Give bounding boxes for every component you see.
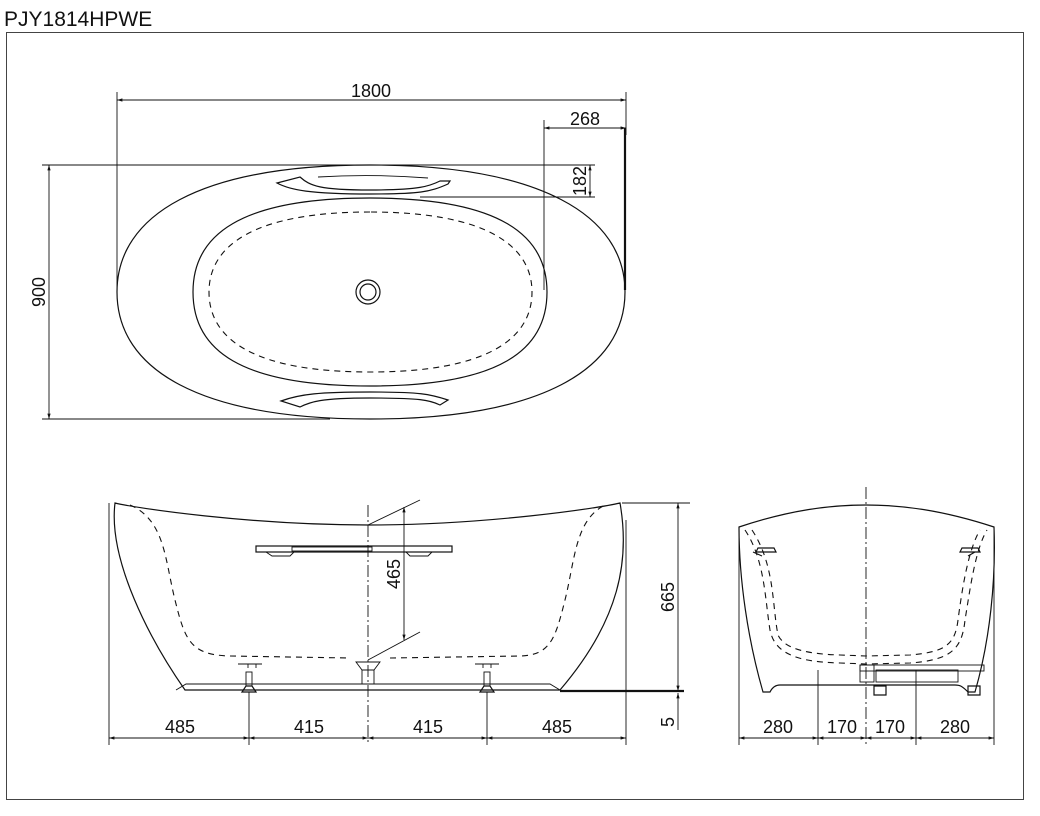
dim-armrest-offset: 268	[570, 109, 600, 129]
dim-end-foot-3: 170	[875, 717, 905, 737]
side-inner-dashed	[129, 504, 606, 659]
end-pump-assembly	[859, 664, 985, 696]
drawing-frame	[6, 32, 1024, 800]
side-headrest	[255, 545, 453, 557]
model-title: PJY1814HPWE	[4, 8, 153, 31]
dim-side-foot-3: 415	[413, 717, 443, 737]
foot-center	[355, 661, 381, 685]
dim-overall-width: 900	[29, 277, 49, 307]
basin-floor-dashed	[208, 211, 533, 373]
top-view: 1800 268 182 900	[29, 81, 627, 420]
dim-end-foot-4: 280	[940, 717, 970, 737]
outer-rim	[116, 164, 626, 420]
dim-basin-depth: 465	[384, 559, 404, 589]
drain-icon	[355, 279, 381, 305]
end-outer-shell	[738, 504, 995, 693]
dim-end-foot-2: 170	[827, 717, 857, 737]
side-outer-shell	[113, 502, 624, 691]
dim-overall-height: 665	[658, 582, 678, 612]
foot-left	[238, 663, 262, 693]
dim-end-foot-1: 280	[763, 717, 793, 737]
dim-side-foot-4: 485	[542, 717, 572, 737]
dim-overall-length: 1800	[351, 81, 391, 101]
headrest-bottom	[279, 391, 450, 408]
dim-armrest-depth: 182	[570, 166, 590, 196]
dim-floor-clearance: 5	[658, 717, 678, 727]
inner-basin	[192, 197, 548, 387]
foot-right	[475, 663, 499, 693]
headrest-top	[275, 175, 452, 195]
end-view: 280 170 170 280	[738, 487, 995, 745]
dim-side-foot-1: 485	[165, 717, 195, 737]
side-view: 465 665 5 48	[108, 499, 690, 745]
dim-side-foot-2: 415	[294, 717, 324, 737]
